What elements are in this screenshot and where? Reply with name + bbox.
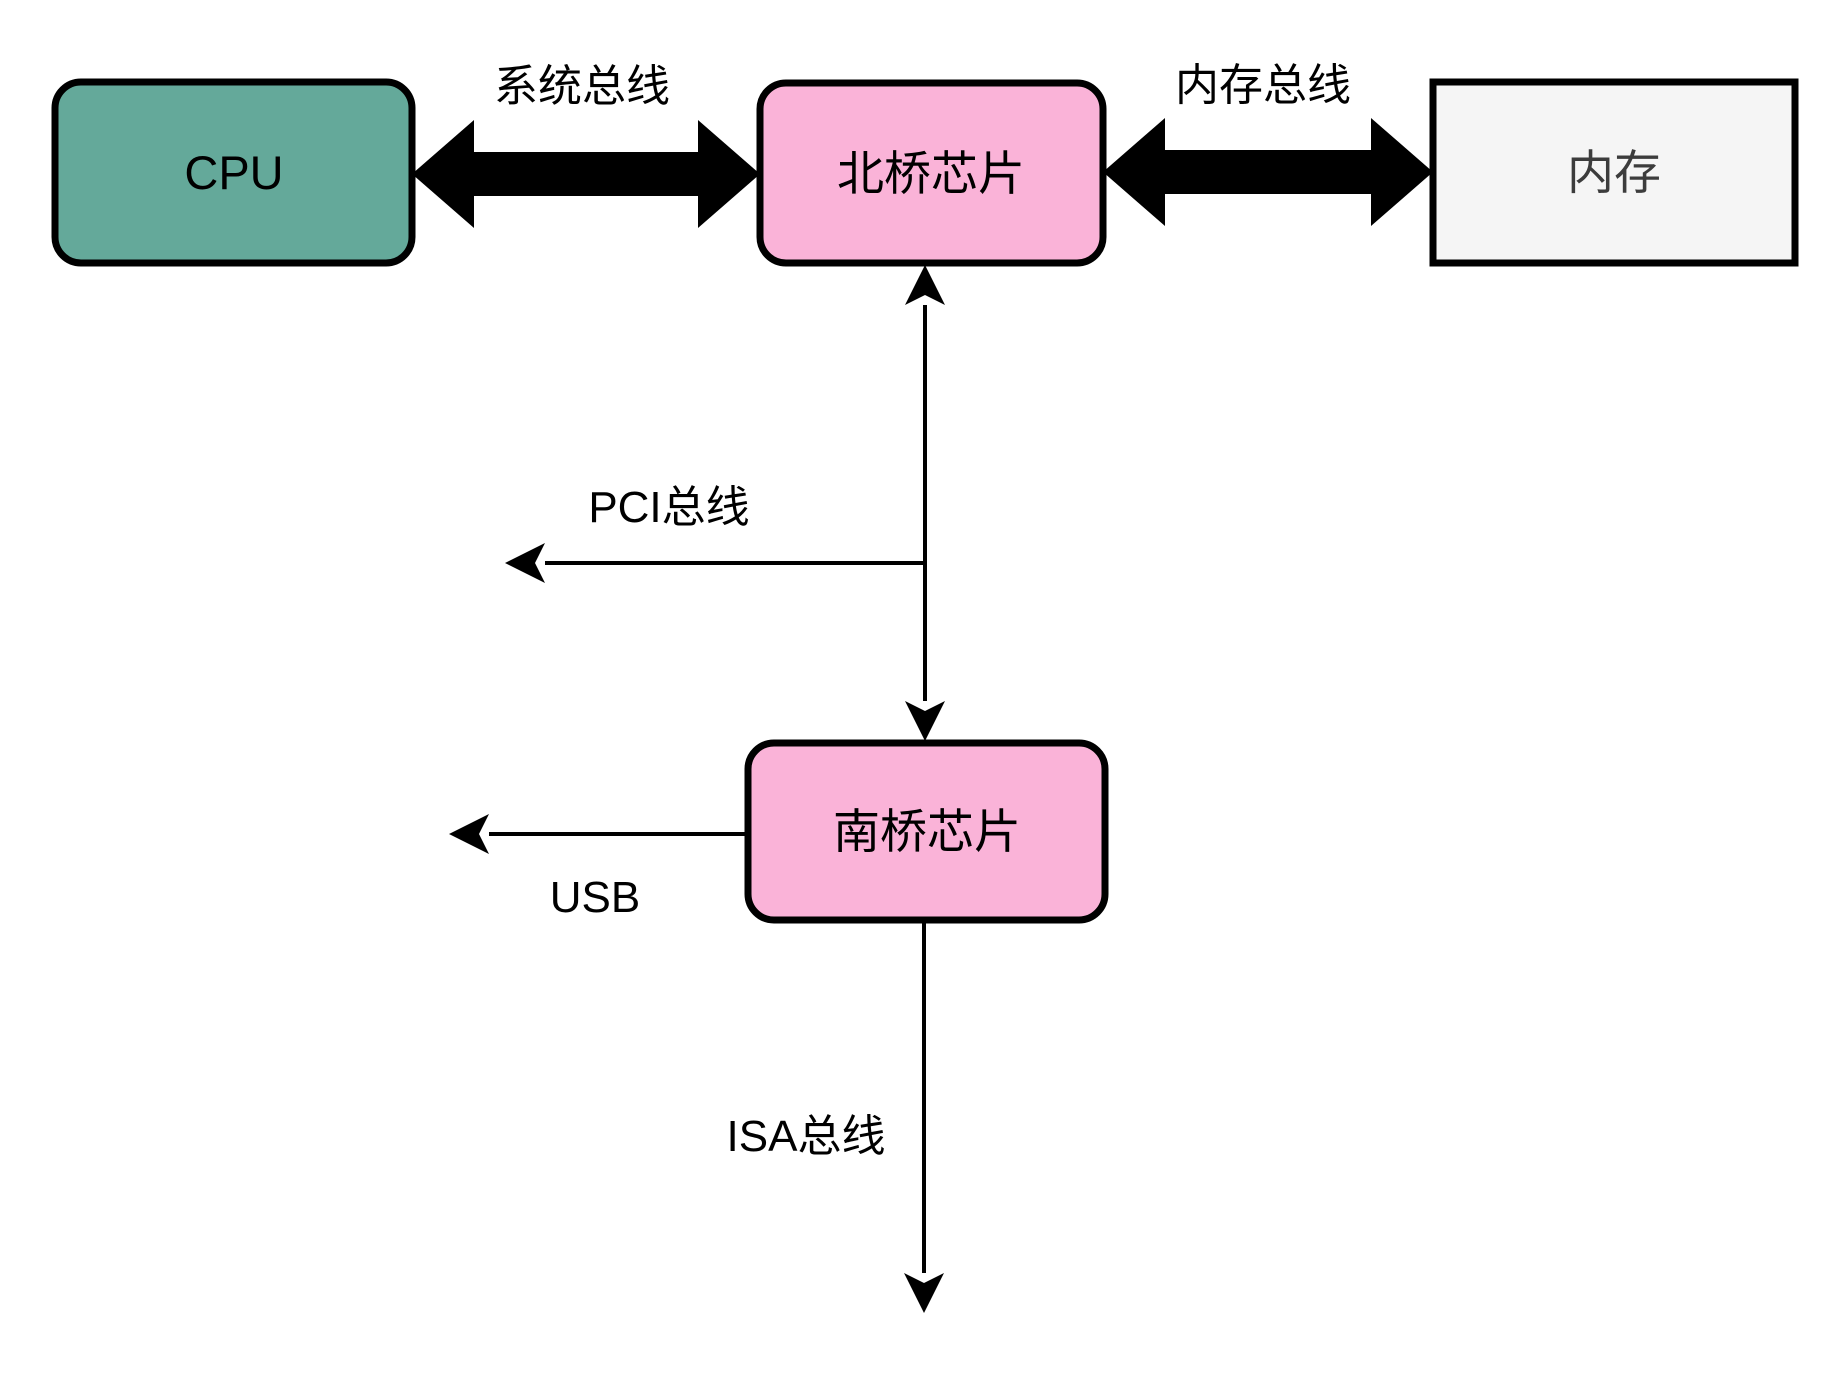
southbridge-label: 南桥芯片 [833,805,1021,858]
memory-bus-label: 内存总线 [1175,61,1351,110]
cpu-label: CPU [184,146,283,199]
memory-label: 内存 [1567,146,1661,199]
pci-bus-label: PCI总线 [588,483,749,532]
cpu-node [51,78,416,267]
northbridge-node [756,79,1107,267]
northbridge-label: 北桥芯片 [837,147,1025,200]
system-bus-label: 系统总线 [494,62,670,111]
memory-node [1429,78,1799,267]
usb-label: USB [550,873,640,922]
southbridge-node [744,739,1109,924]
isa-bus-label: ISA总线 [727,1112,886,1161]
system-bus-arrow [412,120,760,228]
memory-bus-arrow [1103,118,1433,226]
